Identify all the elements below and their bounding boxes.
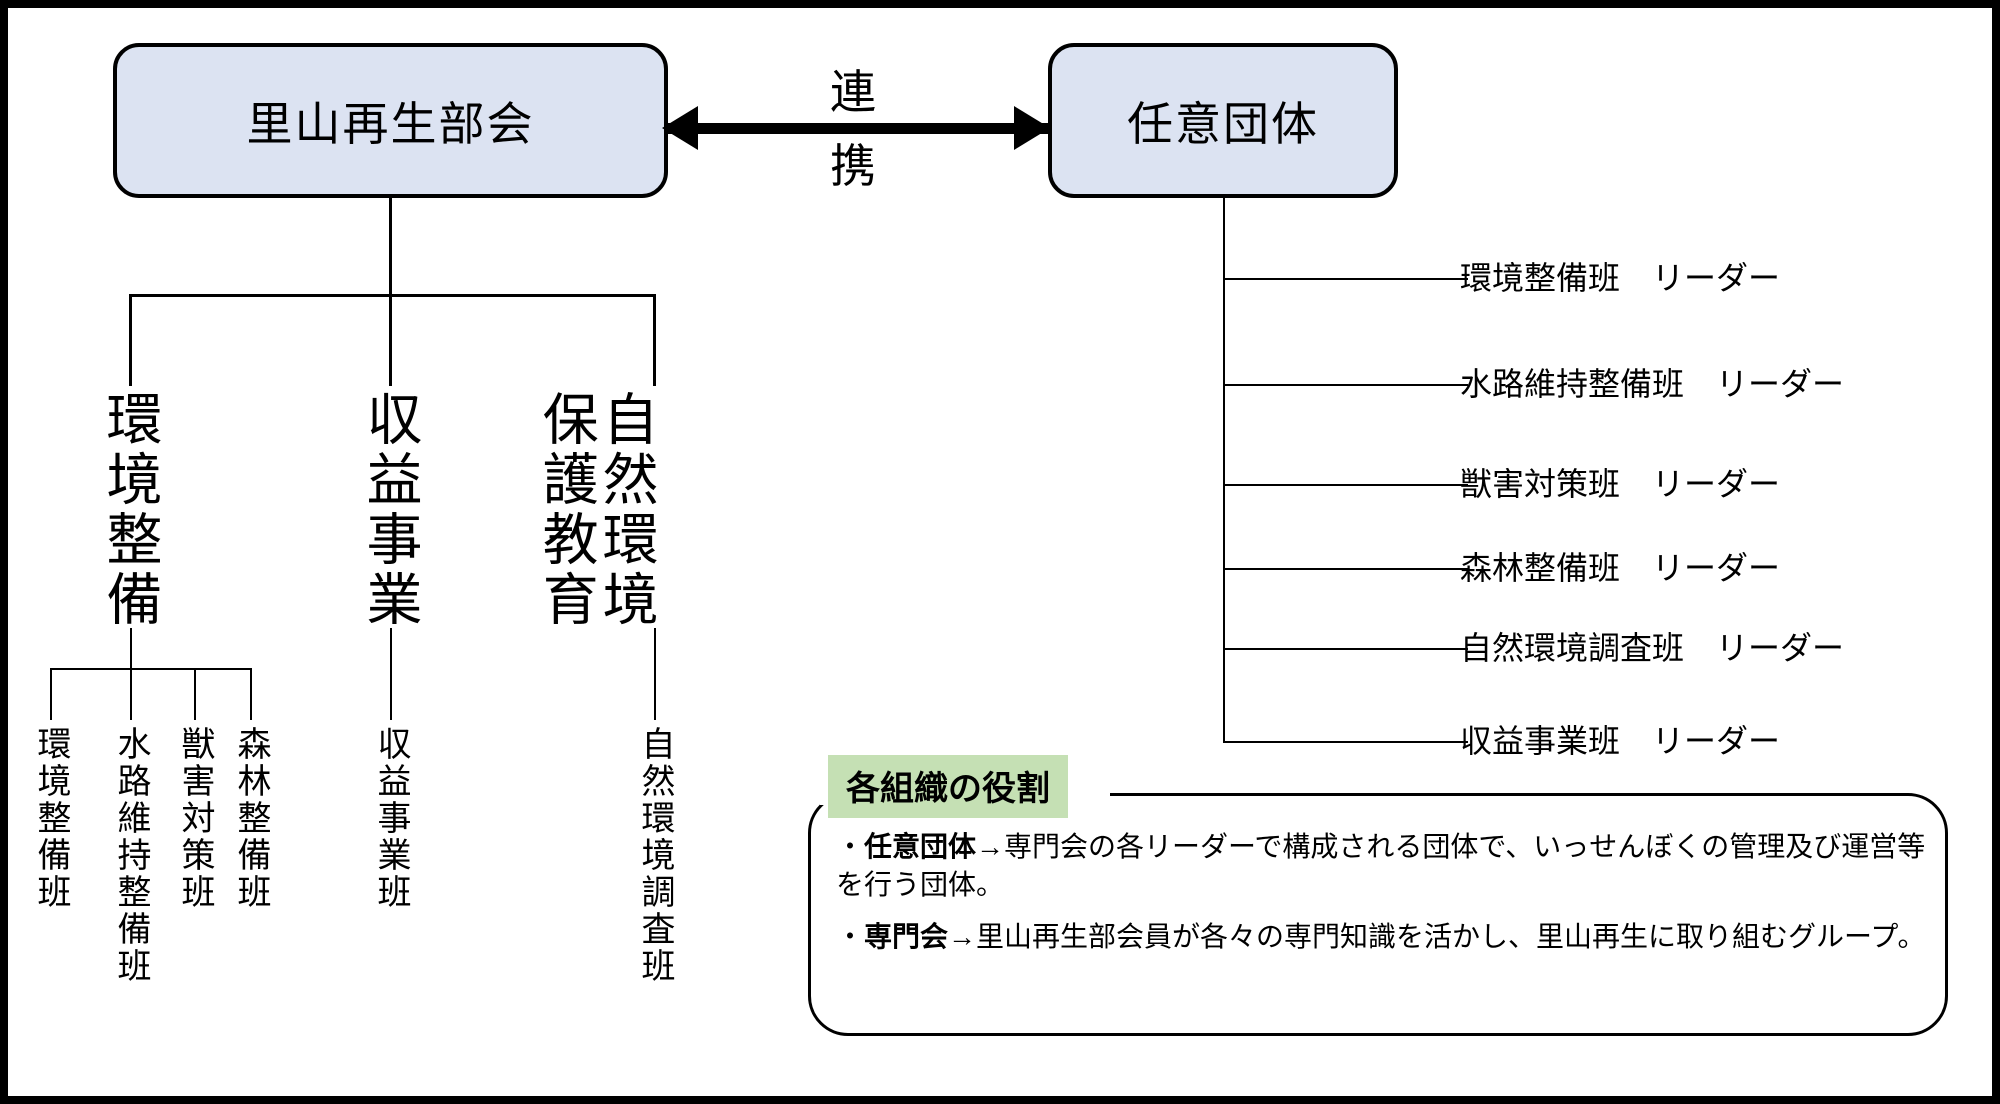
subtree-bar-kankyo: [50, 668, 250, 670]
leader-connector-1: [1223, 278, 1468, 280]
leader-item-kankyo-seibi: 環境整備班 リーダー: [1460, 260, 1781, 296]
cooperation-arrow-line: [668, 123, 1048, 134]
tree-trunk-line: [389, 198, 392, 296]
leaf-shinrin-seibi-han: 森林整備班: [232, 726, 270, 911]
subtree-trunk-kankyo: [130, 628, 132, 670]
subtree-leg-3: [194, 668, 196, 720]
group-label-shueki-jigyo: 収益事業: [359, 390, 422, 630]
leader-connector-4: [1223, 568, 1468, 570]
leader-connector-6: [1223, 741, 1468, 743]
tree-branch-line-2: [389, 294, 392, 386]
subtree-line-shueki: [390, 628, 392, 720]
leader-trunk-line: [1223, 198, 1225, 743]
leaf-kankyo-seibi-han: 環境整備班: [32, 726, 70, 911]
callout-bullet-2: ・専門会→里山再生部会員が各々の専門知識を活かし、里山再生に取り組むグループ。: [836, 918, 1926, 956]
leaf-shizen-kankyo-chosa-han: 自然環境調査班: [636, 726, 674, 985]
leader-connector-3: [1223, 484, 1468, 486]
leaf-suiro-iji-seibi-han: 水路維持整備班: [112, 726, 150, 985]
callout-bullet-1: ・任意団体→専門会の各リーダーで構成される団体で、いっせんぼくの管理及び運営等を…: [836, 828, 1926, 904]
cooperation-arrow-head-right-icon: [1014, 106, 1050, 150]
callout-bullet-1-body: 専門会の各リーダーで構成される団体で、いっせんぼくの管理及び運営等を行う団体。: [836, 831, 1926, 900]
callout-bullet-2-arrow: →: [948, 921, 977, 952]
group-label-hogo-kyoiku-col: 保護教育: [535, 390, 599, 630]
cooperation-label-top: 連: [830, 66, 876, 118]
leader-item-shizen-kankyo-chosa: 自然環境調査班 リーダー: [1460, 630, 1845, 666]
node-satoyama-saisei-bukai[interactable]: 里山再生部会: [113, 43, 668, 198]
cooperation-label-bottom: 携: [830, 140, 876, 192]
node-ninni-label: 任意団体: [1127, 97, 1319, 150]
group-label-shizen-kankyo-col: 自然環境: [595, 390, 659, 630]
leader-connector-2: [1223, 384, 1468, 386]
diagram-canvas: 里山再生部会 任意団体 連 携 環境整備 収益事業 自然環境 保護教育 環境整備…: [8, 8, 1992, 1096]
subtree-leg-4: [250, 668, 252, 720]
leader-connector-5: [1223, 648, 1468, 650]
callout-bullet-1-term: 任意団体: [864, 831, 977, 862]
callout-bullet-1-prefix: ・: [836, 831, 865, 862]
subtree-leg-2: [130, 668, 132, 720]
tree-branch-line-1: [129, 294, 132, 386]
tree-branch-line-3: [653, 294, 656, 386]
group-label-kankyo-seibi: 環境整備: [99, 390, 162, 630]
cooperation-arrow-head-left-icon: [662, 106, 698, 150]
leader-item-shinrin-seibi: 森林整備班 リーダー: [1460, 550, 1781, 586]
leaf-shueki-jigyo-han: 収益事業班: [372, 726, 410, 911]
callout-bullet-1-arrow: →: [976, 831, 1005, 862]
callout-bullet-2-prefix: ・: [836, 921, 865, 952]
leader-item-shueki-jigyo: 収益事業班 リーダー: [1460, 723, 1781, 759]
callout-bullet-2-term: 専門会: [864, 921, 949, 952]
callout-title: 各組織の役割: [828, 755, 1068, 818]
node-satoyama-label: 里山再生部会: [246, 97, 535, 150]
subtree-leg-1: [50, 668, 52, 720]
callout-bullet-2-body: 里山再生部会員が各々の専門知識を活かし、里山再生に取り組むグループ。: [976, 921, 1926, 952]
leader-item-jugai-taisaku: 獣害対策班 リーダー: [1460, 466, 1781, 502]
roles-callout-box: [808, 793, 1948, 1036]
leaf-jugai-taisaku-han: 獣害対策班: [176, 726, 214, 911]
subtree-line-shizen: [654, 628, 656, 720]
leader-item-suiro-iji-seibi: 水路維持整備班 リーダー: [1460, 366, 1845, 402]
node-ninni-dantai[interactable]: 任意団体: [1048, 43, 1398, 198]
